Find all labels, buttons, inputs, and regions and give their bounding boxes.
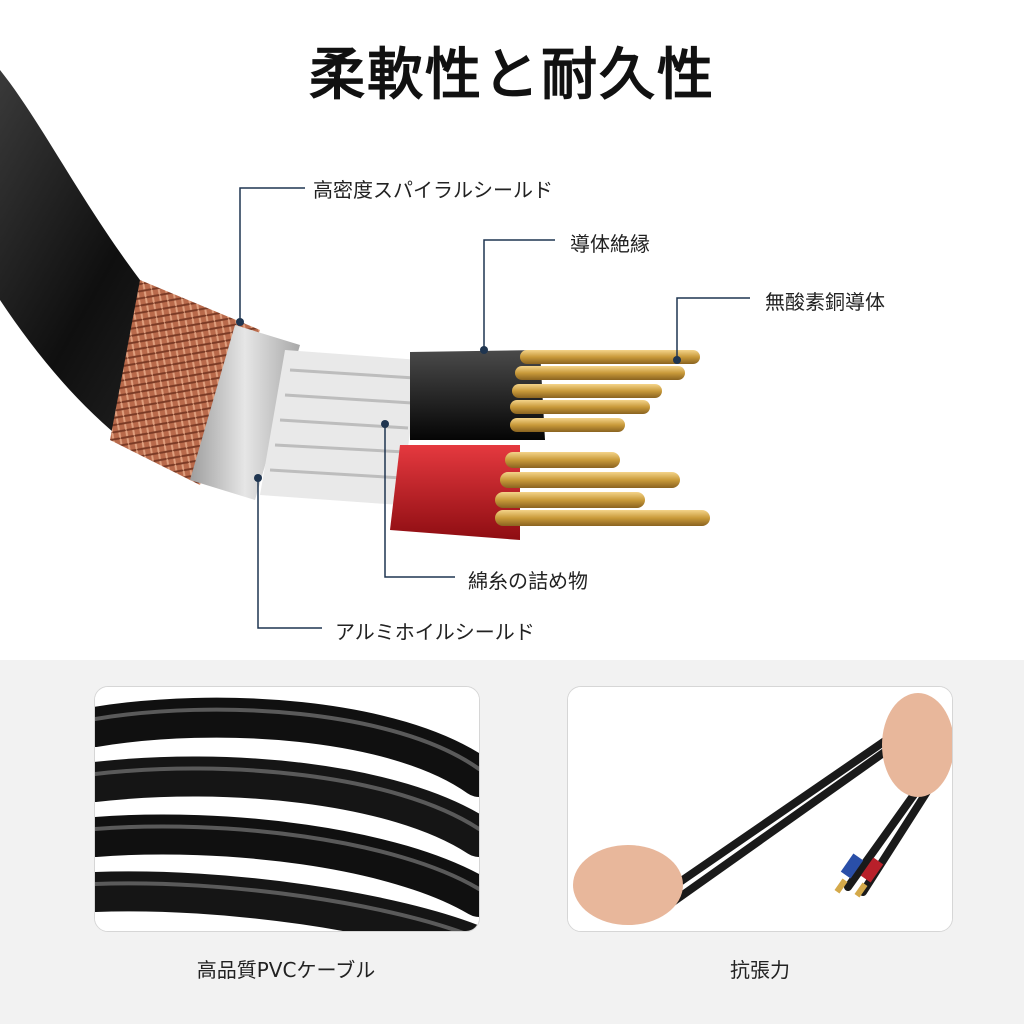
aluminium-foil [190,325,300,500]
lower-copper-strands [495,452,710,526]
copper-braid-shield [110,280,260,485]
feature-caption-tensile: 抗張力 [730,958,790,982]
callout-spiral-shield: 高密度スパイラルシールド [313,178,553,202]
feature-card-pvc [94,686,480,932]
callout-lines [239,187,750,629]
feature-card-tensile [567,686,953,932]
coiled-cable-image [95,687,479,931]
callout-dots [236,318,681,482]
black-insulation [410,350,545,440]
callout-oxygen-free-copper: 無酸素銅導体 [765,290,885,314]
upper-copper-strands [510,350,700,432]
page-title: 柔軟性と耐久性 [309,43,715,108]
cable-pulling-image [568,687,952,931]
callout-conductor-insulation: 導体絶縁 [570,232,650,256]
callout-cotton-filler: 綿糸の詰め物 [468,569,588,593]
callout-foil-shield: アルミホイルシールド [335,620,535,644]
red-insulation [390,445,520,540]
cable-cross-section-illustration [0,70,750,629]
feature-caption-pvc: 高品質PVCケーブル [196,958,376,982]
